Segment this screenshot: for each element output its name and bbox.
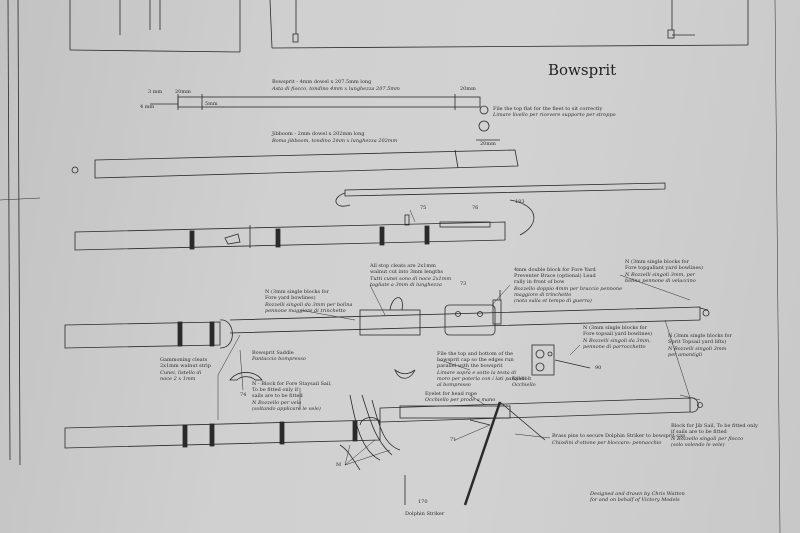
double-block-3: rally in front of bow: [514, 279, 565, 285]
bowsprit-middle: [64, 290, 710, 379]
double-block-1: 4mm double block for Fore Yard: [514, 267, 596, 273]
saddle-1: Bowsprit Saddle: [252, 350, 294, 356]
part-m: M: [336, 462, 342, 468]
double-block-2: Preventer Brace (optional) Lead: [514, 273, 596, 279]
topsail-4: pennone di parrocchetto: [583, 344, 646, 350]
credit-1: Designed and drawn by Chris Watton: [590, 491, 685, 497]
jib-block-2: if sails are to be fitted: [671, 429, 727, 435]
single-blocks-left-3: Bozzelli singoli da 3mm per bolina: [265, 302, 353, 308]
leader-lines: [217, 209, 701, 466]
jibboom-dim-20mm: 20mm: [480, 141, 496, 147]
file-cap-2: bowsprit cap so the edges run: [437, 357, 514, 363]
file-cap-3: parallel with the bowsprit: [437, 363, 503, 369]
credit-2: for and on behalf of Victory Models: [590, 497, 680, 503]
stop-cleats-it-1: Tutti cunei sono di noce 2x1mm: [370, 276, 452, 282]
topgallant-3: N Bozzelli singoli 3mm, per: [625, 272, 696, 278]
file-cap-1: File the top and bottom of the: [437, 351, 514, 357]
single-blocks-left-1: N (3mm single blocks for: [265, 289, 329, 295]
bowsprit-dowel: [150, 94, 481, 110]
part-170: 170: [418, 499, 428, 505]
eyelet-1: Eyelet for head rope: [425, 391, 477, 397]
part-73: 73: [460, 281, 467, 287]
jib-block-4: (solo volendo le vele): [671, 442, 725, 448]
sheet-frame: [0, 0, 781, 533]
double-block-4: Bozzello doppio 4mm per braccio pennone: [514, 286, 623, 292]
dolphin-label: Dolphin Striker: [405, 511, 445, 517]
block-stay-4: N Bozzello per vela: [252, 400, 302, 406]
part-75: 75: [420, 205, 427, 211]
part-183: 183: [515, 199, 525, 205]
file-note-it: Limare livello per ricevere supporto per…: [493, 112, 616, 118]
bowsprit-spec-en: Bowsprit - 4mm dowel x 207.5mm long: [272, 79, 372, 85]
jibboom-spec-en: Jibboom - 2mm dowel x 202mm long: [272, 131, 365, 137]
topsail-3: N Bozzelli singoli da 3mm,: [583, 338, 651, 344]
topsail-1: N (3mm single blocks for: [583, 325, 647, 331]
single-blocks-left-2: Fore yard bowlines): [265, 295, 316, 301]
eyelet-2: Occhiello per prode a mano: [425, 397, 496, 403]
eyebolt-2: Occhiello: [512, 382, 536, 388]
part-74: 74: [240, 392, 247, 398]
sprit-topsail-1: N (3mm single blocks for: [668, 333, 732, 339]
jib-block-3: N Bozzello singoli per flocco: [671, 436, 744, 442]
gammoning-3: Cunei, listello di: [160, 370, 202, 376]
dim-20mm-left: 20mm: [175, 89, 191, 95]
spritsail-yard: [335, 182, 666, 236]
sprit-topsail-4: per amantigli: [668, 352, 703, 358]
topgallant-2: Fore topgallant yard bowlines): [625, 265, 703, 271]
dim-5mm: 5mm: [205, 101, 218, 107]
sprit-topsail-2: Sprit Topsail yard lifts): [668, 339, 727, 345]
topgallant-1: N (3mm single blocks for: [625, 259, 689, 265]
double-block-6: (nota sulla et tempo di guerra): [514, 298, 592, 304]
page-title: Bowsprit: [548, 61, 617, 79]
dim-4mm: 4 mm: [140, 104, 155, 110]
jib-block-1: Block for Jib Sail, To be fitted only: [671, 423, 758, 429]
jibboom-spec-it: Boma jibboom, tondino 2mm x lunghezza 20…: [272, 138, 398, 144]
cap-detail: [531, 344, 591, 376]
gammoning-4: noce 2 x 1mm: [160, 376, 196, 382]
jibboom-dowel: [71, 149, 519, 179]
file-cap-5: moro per poterla con i lati paralleli: [437, 376, 527, 382]
block-stay-3: sails are to be fitted: [252, 393, 303, 399]
dim-3mm: 3 mm: [148, 89, 163, 95]
bowsprit-upper: [74, 214, 506, 251]
dim-20mm-right: 20mm: [460, 86, 476, 92]
bowsprit-spec-it: Asta di fiocco, tondino 4mm x lunghezza …: [272, 86, 400, 92]
topsail-2: Fore topsail yard bowlines): [583, 331, 653, 337]
file-cap-6: al bompresso: [437, 382, 471, 388]
eyebolt-1: Eyebolt: [512, 376, 532, 382]
block-stay-1: N - Block for Fore Staysail Sail,: [252, 381, 332, 387]
topgallant-4: bolina pennone di velaccino: [625, 278, 696, 284]
dolphin-note-1: Brass pins to secure Dolphin Striker to …: [552, 433, 686, 439]
bowsprit-lower: [64, 397, 703, 449]
part-90: 90: [595, 365, 602, 371]
saddle-2: Pantaccio bompresso: [252, 356, 306, 362]
stop-cleats-en-1: All stop cleats are 2x1mm: [370, 263, 436, 269]
stop-cleats-en-2: walnut cut into 3mm lengths: [370, 269, 443, 275]
dolphin-striker: [404, 401, 546, 506]
dolphin-note-2: Chiodini d'ottone per bloccare: pennacch…: [552, 440, 662, 446]
gammoning-1: Gammoning cleats: [160, 357, 208, 363]
block-stay-2: To be fitted only if: [252, 387, 299, 393]
sprit-topsail-3: N Bozzelli singoli 3mm: [668, 346, 727, 352]
gammoning-2: 2x1mm walnut strip: [160, 363, 211, 369]
block-stay-5: (soltando applicare le vele): [252, 406, 321, 412]
single-blocks-left-4: pennone maggiore di trinchetto: [265, 308, 346, 314]
file-cap-4: Limare sopra e sotto la testa di: [437, 370, 517, 376]
stop-cleats-it-2: tagliate a 3mm di lunghezza: [370, 282, 442, 288]
file-note-en: File the top flat for the fleet to sit c…: [493, 106, 603, 112]
part-71: 71: [450, 437, 457, 443]
double-block-5: maggiore di trinchetto: [514, 292, 572, 298]
part-76: 76: [472, 205, 479, 211]
file-top-detail: [476, 105, 500, 141]
